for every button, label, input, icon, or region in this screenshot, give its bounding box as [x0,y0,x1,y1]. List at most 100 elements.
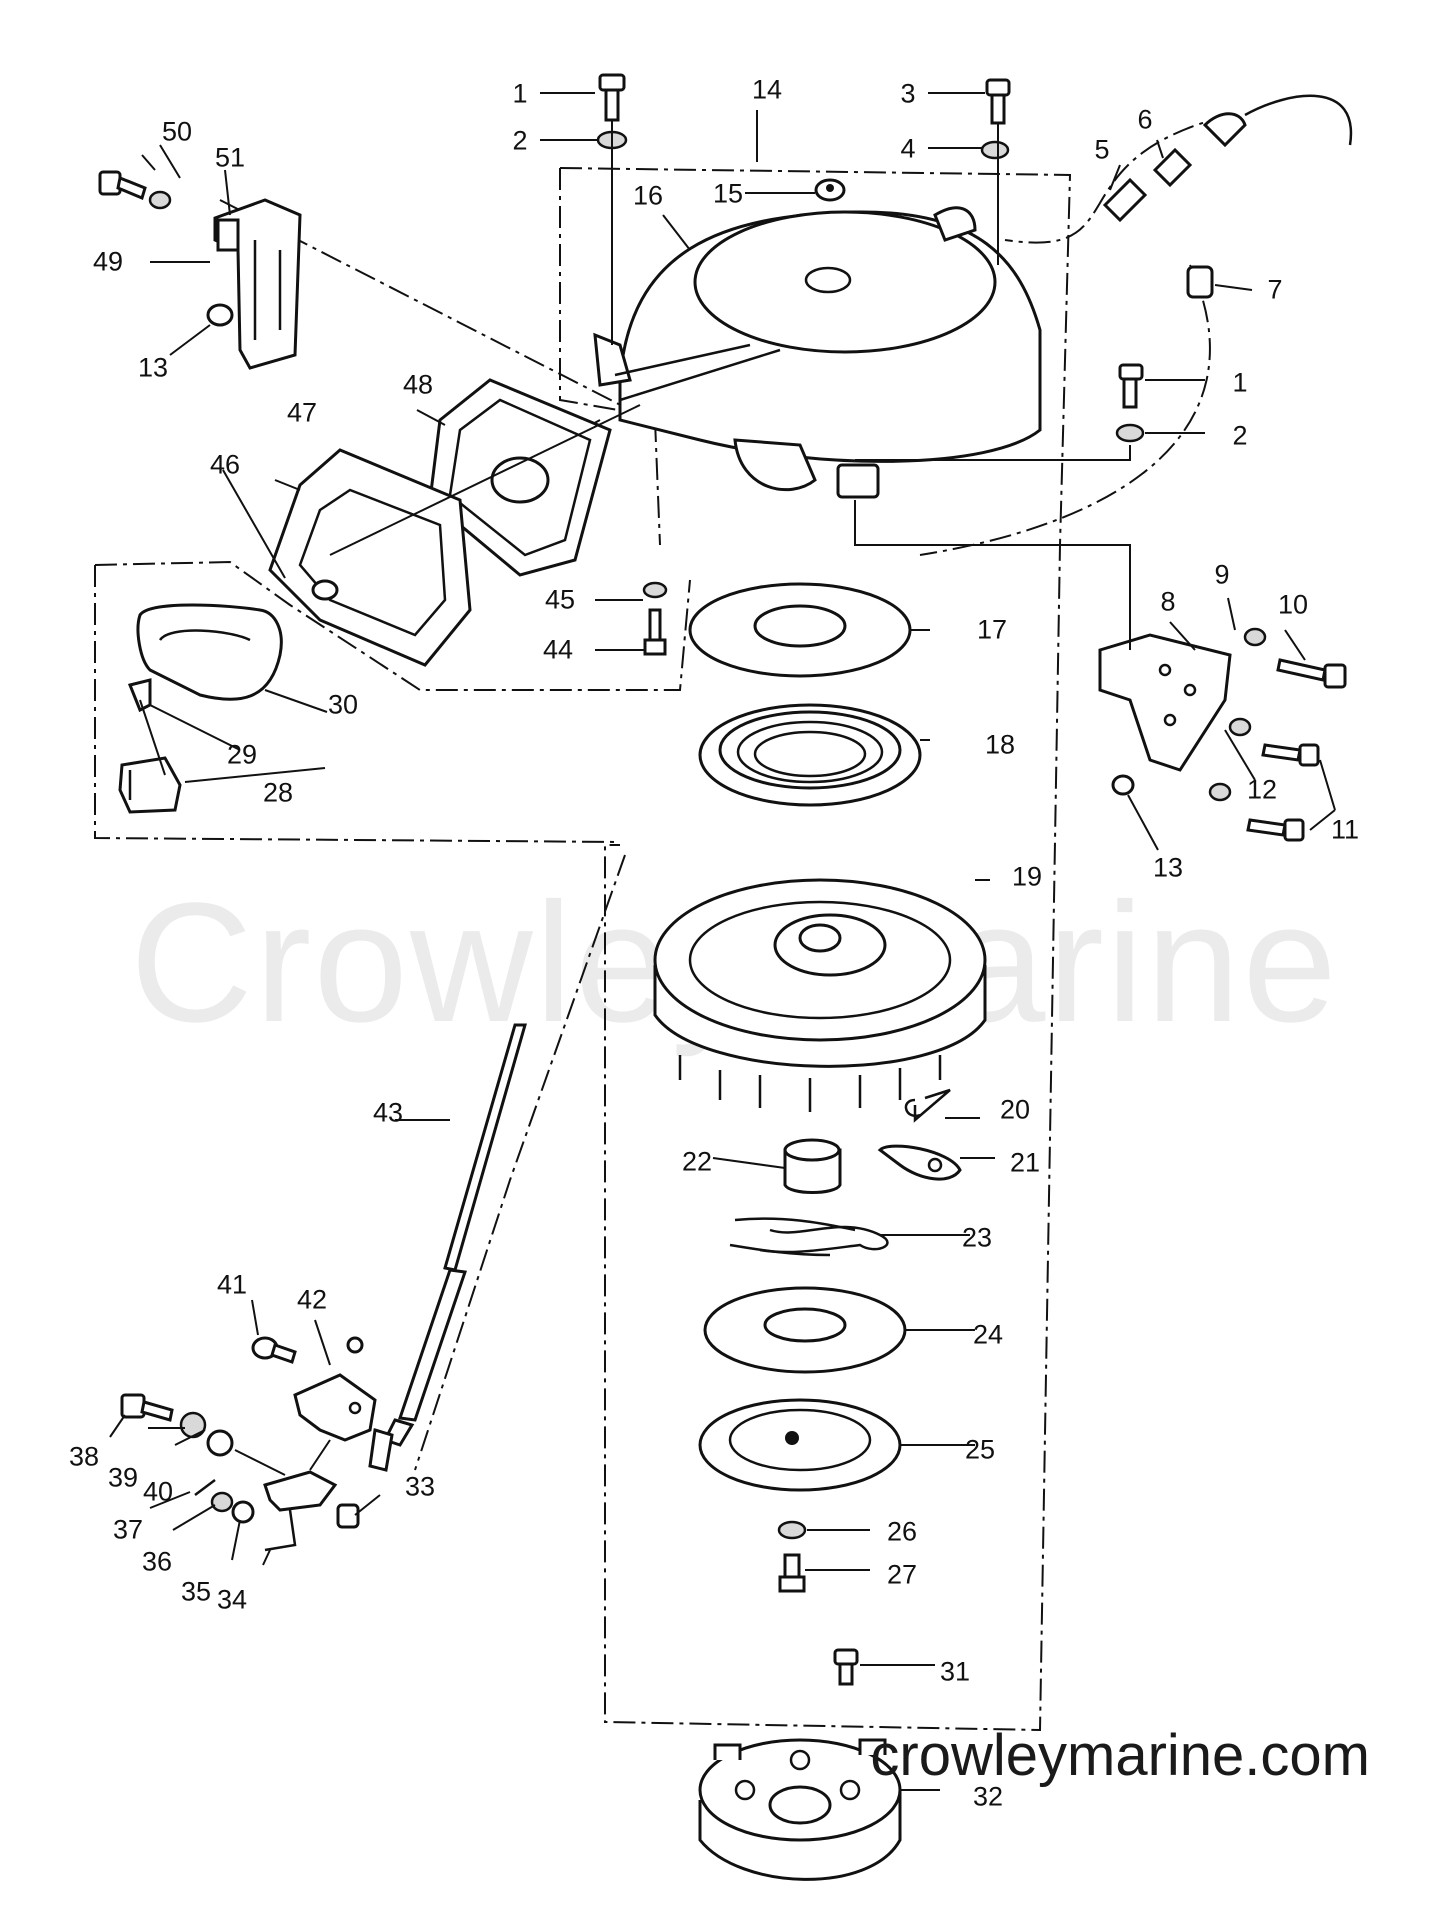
screw-44 [643,608,667,656]
callout-8: 8 [1160,586,1176,617]
callout-10: 10 [1277,589,1309,620]
bushing-40 [206,1429,234,1457]
callout-41: 41 [216,1269,248,1300]
nut-26 [777,1520,807,1540]
callout-13-right: 13 [1152,852,1184,883]
callout-25: 25 [964,1434,996,1465]
cap-7 [1186,265,1214,299]
callout-12: 12 [1246,774,1278,805]
callout-24: 24 [972,1319,1004,1350]
callout-19: 19 [1011,861,1043,892]
callout-49: 49 [92,246,124,277]
callout-9: 9 [1214,559,1230,590]
callout-2-right: 2 [1232,420,1248,451]
starter-housing [593,206,1042,499]
starter-handle [136,603,283,701]
callout-2-top: 2 [512,125,528,156]
bolt-1-right [1118,363,1144,409]
callout-1-right: 1 [1232,367,1248,398]
callout-33: 33 [404,1471,436,1502]
callout-3: 3 [900,78,916,109]
callout-38: 38 [68,1441,100,1472]
callout-29: 29 [226,739,258,770]
washer-36 [210,1491,234,1513]
callout-27: 27 [886,1559,918,1590]
website-text: crowleymarine.com [870,1723,1370,1788]
bushing-33 [336,1503,360,1529]
callout-40: 40 [142,1476,174,1507]
nut-13-right [1111,774,1135,796]
link-42 [293,1336,377,1442]
callout-51: 51 [214,142,246,173]
callout-leaders [109,92,1336,1791]
bolt-38 [120,1393,174,1422]
callout-18: 18 [984,729,1016,760]
callout-6: 6 [1137,104,1153,135]
stop-46 [311,579,339,601]
washer-17 [688,582,912,678]
pin-37 [194,1479,216,1496]
nut-13-left [206,303,234,327]
callout-48: 48 [402,369,434,400]
callout-15: 15 [712,178,744,209]
callout-39: 39 [107,1462,139,1493]
pawl-parts [729,1088,962,1257]
callout-31: 31 [939,1656,971,1687]
callout-23: 23 [961,1222,993,1253]
callout-50: 50 [161,116,193,147]
bolt-3 [985,78,1011,125]
handle-insert-28 [118,756,182,814]
callout-16: 16 [632,180,664,211]
callout-20: 20 [999,1094,1031,1125]
washer-9 [1243,627,1267,647]
callout-43: 43 [372,1097,404,1128]
callout-44: 44 [542,634,574,665]
screw-31 [833,1648,859,1686]
callout-36: 36 [141,1546,173,1577]
bolt-50 [98,170,147,201]
nut-15 [814,178,846,202]
callout-11: 11 [1330,814,1360,845]
callout-30: 30 [327,689,359,720]
callout-5: 5 [1094,134,1110,165]
bolt-10 [1276,658,1347,689]
callout-26: 26 [886,1516,918,1547]
rope-anchor-29 [127,678,152,713]
callout-17: 17 [976,614,1008,645]
callout-32: 32 [972,1781,1004,1812]
callout-35: 35 [180,1576,212,1607]
callout-21: 21 [1009,1147,1041,1178]
callout-37: 37 [112,1514,144,1545]
bolt-27 [778,1553,806,1593]
callout-13-left: 13 [137,352,169,383]
fitting-5 [1102,177,1148,223]
callout-22: 22 [681,1146,713,1177]
callout-14: 14 [751,74,783,105]
washer-2-right [1115,423,1145,443]
callout-7: 7 [1267,274,1283,305]
bolts-11 [1246,743,1320,842]
lever-34 [263,1470,338,1552]
callout-47: 47 [286,397,318,428]
rewind-spring [698,703,922,807]
washer-4 [980,140,1010,160]
rope-guide-47 [268,448,472,667]
callout-28: 28 [262,777,294,808]
bracket-49 [213,198,302,370]
callout-4: 4 [900,133,916,164]
screw-41 [251,1336,297,1364]
starter-pulley [653,878,987,1112]
callout-45: 45 [544,584,576,615]
assembly-boundary [94,114,1231,1732]
spring-6 [1152,147,1193,188]
washer-24 [703,1286,907,1374]
callout-42: 42 [296,1284,328,1315]
bolt-1-top [598,73,626,122]
washer-35 [231,1500,255,1524]
washer-45 [642,581,668,599]
callout-46: 46 [209,449,241,480]
starter-cup [698,1738,902,1881]
callout-34: 34 [216,1584,248,1615]
